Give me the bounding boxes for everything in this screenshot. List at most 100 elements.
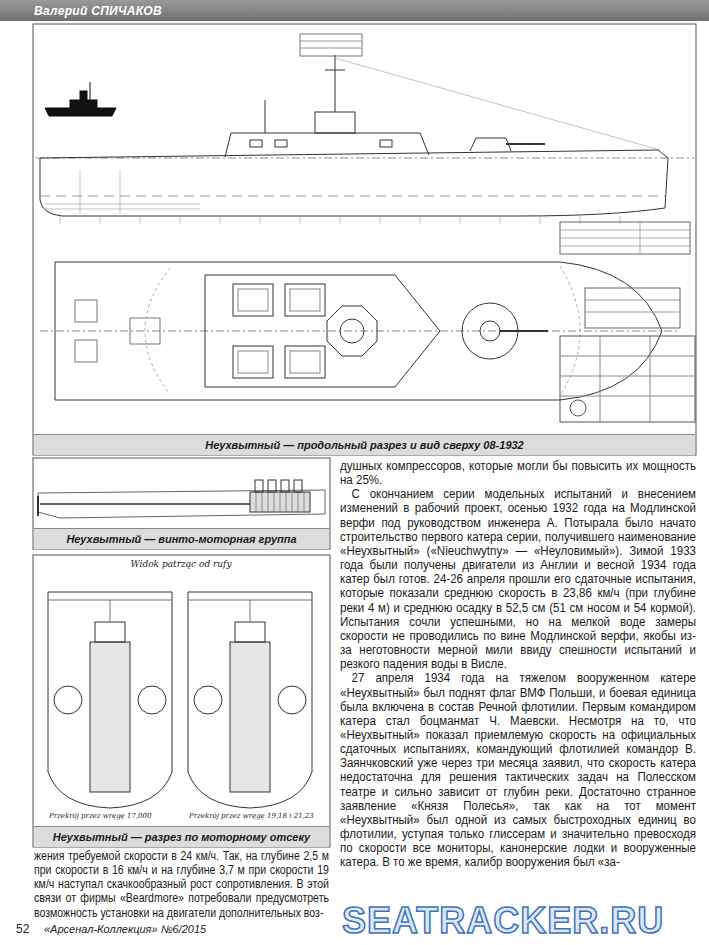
drawing-part-part: [120, 170, 121, 214]
drawing-part-part: [540, 216, 541, 224]
main-drawing-part: [335, 55, 336, 112]
drawing-part-part: [280, 492, 281, 512]
body-text: душных компрессоров, которые могли бы по…: [340, 459, 696, 487]
main-drawing-part: [205, 275, 440, 387]
section-drawing-part: [48, 592, 172, 808]
section-drawing-part: [235, 622, 265, 642]
drawing-heading: Widok patrząc od rufy: [128, 559, 233, 569]
main-drawing-part: [145, 268, 170, 394]
main-drawing-part: [300, 41, 362, 42]
main-drawing-part: [560, 356, 695, 357]
drawing-part: [256, 492, 304, 512]
drawing-part-part: [298, 492, 299, 512]
main-drawing-part: [560, 238, 690, 239]
main-drawing-part: [233, 284, 273, 316]
main-drawing-part: [315, 112, 355, 133]
main-drawing-part: [225, 133, 429, 157]
section-label: Przekrój przez wręgę 19,18 i 21,23: [188, 812, 315, 820]
main-drawing-part: [325, 70, 345, 71]
engine-drawing-part: [268, 480, 276, 492]
main-drawing-part: [40, 331, 680, 332]
drawing-part-part: [80, 170, 81, 214]
main-drawing-part: [285, 284, 325, 316]
section-label: Przekrój przez wręgę 17,000: [48, 812, 152, 820]
section-drawing-part: [138, 686, 166, 714]
main-drawing-part: [335, 58, 660, 150]
caption-band: Неухвытный — разрез по моторному отсеку: [34, 826, 329, 847]
main-drawing-part: [560, 230, 690, 231]
drawing-part-part: [262, 492, 263, 512]
main-drawing-part: [300, 34, 362, 56]
main-drawing-part: [233, 346, 273, 378]
main-drawing-part: [600, 336, 601, 422]
drawing-part-part: [460, 216, 461, 224]
engine-drawing-part: [37, 496, 39, 516]
drawing-part-part: [620, 216, 621, 224]
main-drawing-part: [470, 138, 511, 151]
section-drawing-part: [188, 592, 312, 808]
main-drawing-part: [585, 288, 680, 328]
caption-text: Неухвытный — винто-моторная группа: [66, 533, 296, 545]
drawing-part-part: [260, 216, 261, 224]
main-drawing-part: [265, 100, 266, 133]
drawing-part-part: [286, 492, 287, 512]
main-drawing-part: [560, 222, 690, 254]
main-drawing-part: [75, 300, 97, 322]
header-band: Валерий СПИЧАКОВ: [0, 0, 709, 21]
drawing-part-part: [500, 216, 501, 224]
main-drawing-part: [560, 336, 695, 422]
drawing-part-part: [292, 492, 293, 512]
section-drawing: [33, 555, 330, 847]
main-drawing-part: [45, 108, 116, 116]
engine-drawing: [33, 458, 330, 549]
main-drawing-part: [506, 143, 545, 145]
main-drawing-part: [560, 376, 695, 377]
engine-drawing-part: [40, 503, 250, 505]
main-drawing-part: [90, 82, 91, 100]
main-drawing-part: [238, 289, 268, 311]
main-drawing-part: [650, 336, 651, 422]
main-drawing-part: [275, 140, 287, 147]
section-drawing-part: [95, 622, 125, 642]
watermark: SEATRACKER.RU: [342, 900, 664, 942]
main-drawing-part: [40, 150, 668, 216]
main-drawing-part: [33, 24, 696, 455]
main-drawing-part: [380, 140, 392, 147]
main-drawing-part: [560, 396, 695, 397]
drawing-part-part: [580, 216, 581, 224]
main-drawing-part: [285, 346, 325, 378]
main-drawing-part: [640, 222, 641, 254]
drawing-part-part: [300, 216, 301, 224]
magazine-name: «Арсенал-Коллекция» №6/2015: [44, 923, 206, 935]
engine-drawing-part: [281, 480, 289, 492]
main-drawing-part: [300, 48, 362, 49]
main-drawing-part: [238, 351, 268, 373]
main-drawing-part: [480, 321, 500, 341]
main-drawing-part: [130, 318, 160, 344]
main-drawing-part: [290, 289, 320, 311]
engine-drawing-part: [38, 490, 325, 518]
drawing-part-part: [45, 204, 200, 205]
main-drawing-part: [585, 312, 680, 313]
main-drawing-part: [70, 100, 97, 108]
main-drawing-part: [327, 306, 377, 356]
main-drawing-part: [560, 246, 690, 247]
main-drawing-part: [36, 158, 694, 159]
section-drawing-part: [250, 600, 251, 622]
drawing-part-part: [340, 216, 341, 224]
main-drawing-part: [40, 196, 665, 197]
section-drawing-part: [194, 686, 222, 714]
drawing-part: [45, 170, 620, 224]
caption-band: Неухвытный — продольный разрез и вид све…: [34, 434, 695, 455]
section-drawing-part: [33, 555, 330, 847]
main-drawing-part: [340, 319, 364, 343]
drawing-part-part: [100, 216, 101, 224]
drawing-part-part: [268, 492, 269, 512]
main-drawing-part: [585, 300, 680, 301]
drawing-part-part: [274, 492, 275, 512]
engine-drawing-part: [294, 480, 302, 492]
body-text: С окончанием серии модельных испытаний и…: [340, 487, 696, 671]
caption-text: Неухвытный — разрез по моторному отсеку: [53, 831, 310, 843]
drawing-part-part: [256, 492, 257, 512]
